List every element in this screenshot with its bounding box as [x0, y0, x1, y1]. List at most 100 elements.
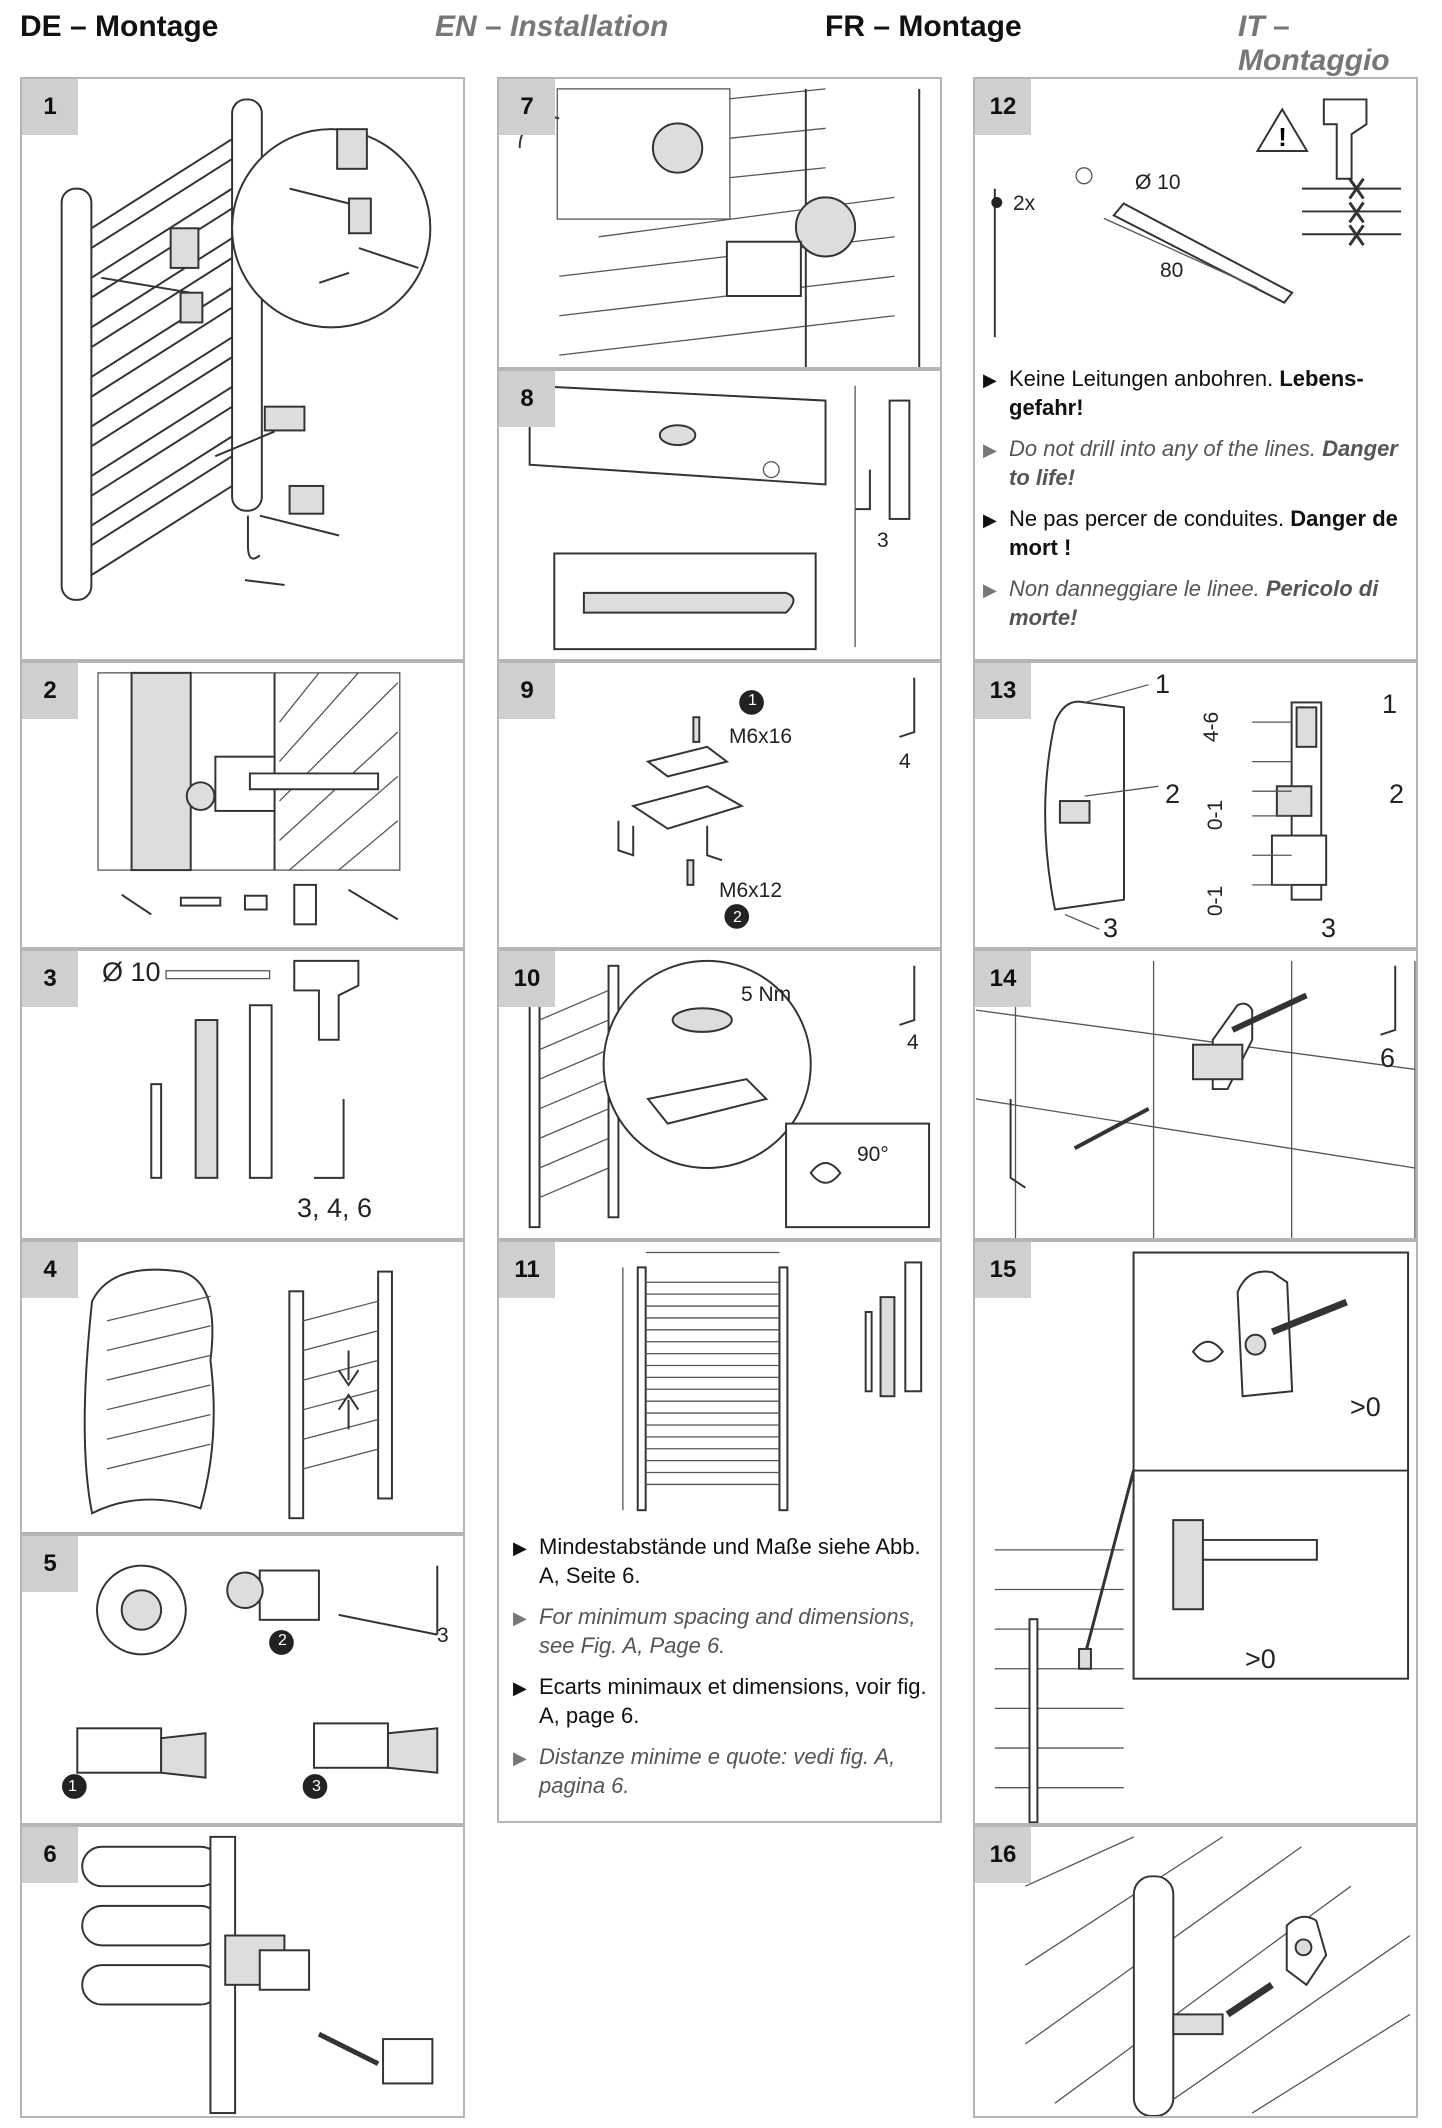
hex-key-icon	[1380, 965, 1397, 1036]
unpacking-illustration	[83, 1268, 393, 1520]
torque-check-illustration	[528, 959, 931, 1229]
drill-diameter-label: Ø 10	[1135, 171, 1181, 194]
callout-3: 3	[312, 1778, 321, 1795]
dimension-label-bottom: 0-1	[1204, 885, 1228, 917]
bullet-triangle-icon: ▶	[513, 1538, 527, 1558]
adapter-assembly-illustration	[62, 1564, 439, 1799]
step-number: 10	[499, 951, 555, 1007]
step-16-panel: 16	[973, 1825, 1418, 2118]
hex-key-size-label: 4	[899, 750, 911, 773]
header-fr: FR – Montage	[825, 10, 1022, 43]
rail-mounting-illustration	[1024, 1836, 1411, 2116]
note-it: ▶Non danneggiare le linee. Pericolo di m…	[983, 576, 1379, 630]
warning-notes-list: ▶Keine Leitungen anbohren. Lebens-gefahr…	[979, 364, 1406, 644]
note-en: ▶Do not drill into any of the lines. Dan…	[983, 436, 1398, 490]
hex-key-icon	[855, 469, 871, 511]
drill-icon	[293, 959, 360, 1041]
callout-marker	[62, 1774, 87, 1799]
step-number: 15	[975, 1242, 1031, 1298]
notes-list: ▶Mindestabstände und Maße siehe Abb. A, …	[509, 1532, 934, 1812]
note-fr: ▶Ne pas percer de conduites. Danger de m…	[983, 506, 1398, 560]
bullet-triangle-icon: ▶	[983, 510, 997, 530]
step-8-panel: 8 3	[497, 369, 942, 661]
adapter-insertion-illustration	[81, 1835, 434, 2115]
eye-icon	[1191, 1340, 1224, 1363]
step-2-panel: 2	[20, 661, 465, 949]
note-de: ▶Mindestabstände und Maße siehe Abb. A, …	[513, 1534, 921, 1588]
angle-label: 90°	[857, 1143, 889, 1166]
part-label-3: 3	[1103, 913, 1119, 943]
step-number: 9	[499, 663, 555, 719]
callout-marker	[724, 904, 750, 929]
drill-icon	[1322, 98, 1368, 180]
step-7-panel: 7	[497, 77, 942, 369]
hex-key-icon	[314, 1098, 345, 1179]
tools-illustration	[150, 959, 360, 1179]
callout-marker	[269, 1630, 294, 1655]
svg-text:!: !	[1278, 124, 1287, 152]
step-1-panel: 1	[20, 77, 465, 661]
step-13-panel: 13 1 2 3 1 2 3 4-6 0-1 0-1	[973, 661, 1418, 949]
bullet-triangle-icon: ▶	[983, 440, 997, 460]
step-11-panel: 11 ▶Mindestabstände und Maße siehe Abb. …	[497, 1240, 942, 1823]
step-6-panel: 6	[20, 1825, 465, 2118]
hex-key-size-label: 6	[1380, 1043, 1396, 1073]
bullet-triangle-icon: ▶	[983, 580, 997, 600]
step-number: 1	[22, 79, 78, 135]
screw-size-top-label: M6x16	[729, 725, 793, 748]
step-15-panel: 15 >0 >0	[973, 1240, 1418, 1825]
gap-label-bottom: >0	[1245, 1644, 1276, 1674]
section-label-3: 3	[1321, 913, 1337, 943]
step-number: 12	[975, 79, 1031, 135]
note-it: ▶Distanze minime e quote: vedi fig. A, p…	[513, 1744, 896, 1798]
hex-key-size-label: 4	[907, 1031, 919, 1054]
callout-marker	[739, 690, 764, 715]
wall-anchor-illustration	[97, 671, 401, 926]
callout-1: 1	[68, 1778, 77, 1795]
callout-marker	[302, 1774, 328, 1799]
step-14-panel: 14 6	[973, 949, 1418, 1240]
note-en: ▶For minimum spacing and dimensions, see…	[513, 1604, 916, 1658]
dimension-label-top: 4-6	[1200, 711, 1224, 743]
eye-icon	[809, 1162, 842, 1184]
step-number: 7	[499, 79, 555, 135]
hex-key-size-label: 3	[437, 1624, 449, 1647]
dimension-drawing-illustration	[622, 1251, 923, 1512]
drilling-warning-illustration: !	[991, 98, 1402, 338]
header-de: DE – Montage	[20, 10, 219, 43]
callout-2: 2	[278, 1632, 287, 1649]
step-12-panel: 12 2x Ø 10 80 ! ▶Keine Leitungen anbohre…	[973, 77, 1418, 661]
dimension-label-mid: 0-1	[1204, 799, 1228, 831]
step-10-panel: 10 5 Nm 4 90°	[497, 949, 942, 1240]
bullet-triangle-icon: ▶	[513, 1678, 527, 1698]
part-label-1: 1	[1155, 669, 1171, 699]
level-alignment-illustration	[528, 384, 911, 651]
step-number: 14	[975, 951, 1031, 1007]
callout-2: 2	[733, 909, 742, 926]
header-it: IT – Montaggio	[1238, 10, 1390, 77]
bracket-detail-illustration	[1044, 684, 1328, 930]
drill-size-label: Ø 10	[102, 957, 161, 987]
adapter-tightening-illustration	[518, 88, 921, 367]
step-3-panel: 3 Ø 10 3, 4, 6	[20, 949, 465, 1240]
step-5-panel: 5 3 2 1 3	[20, 1534, 465, 1825]
screw-size-bottom-label: M6x12	[719, 879, 783, 902]
step-number: 13	[975, 663, 1031, 719]
hex-key-sizes-label: 3, 4, 6	[297, 1193, 373, 1223]
part-label-2: 2	[1165, 779, 1181, 809]
bracket-fixing-illustration	[975, 960, 1416, 1238]
step-9-panel: 9 M6x16 M6x12 4 1 2	[497, 661, 942, 949]
step-number: 5	[22, 1536, 78, 1592]
step-number: 8	[499, 371, 555, 427]
hex-key-icon	[899, 965, 916, 1026]
step-number: 11	[499, 1242, 555, 1298]
section-label-1: 1	[1382, 689, 1398, 719]
bracket-screw-illustration	[617, 677, 916, 929]
step-number: 4	[22, 1242, 78, 1298]
bullet-triangle-icon: ▶	[513, 1748, 527, 1768]
step-number: 16	[975, 1827, 1031, 1883]
torque-label: 5 Nm	[741, 983, 792, 1006]
warning-icon	[1255, 107, 1309, 152]
bullet-triangle-icon: ▶	[513, 1608, 527, 1628]
drill-depth-label: 80	[1160, 259, 1184, 282]
